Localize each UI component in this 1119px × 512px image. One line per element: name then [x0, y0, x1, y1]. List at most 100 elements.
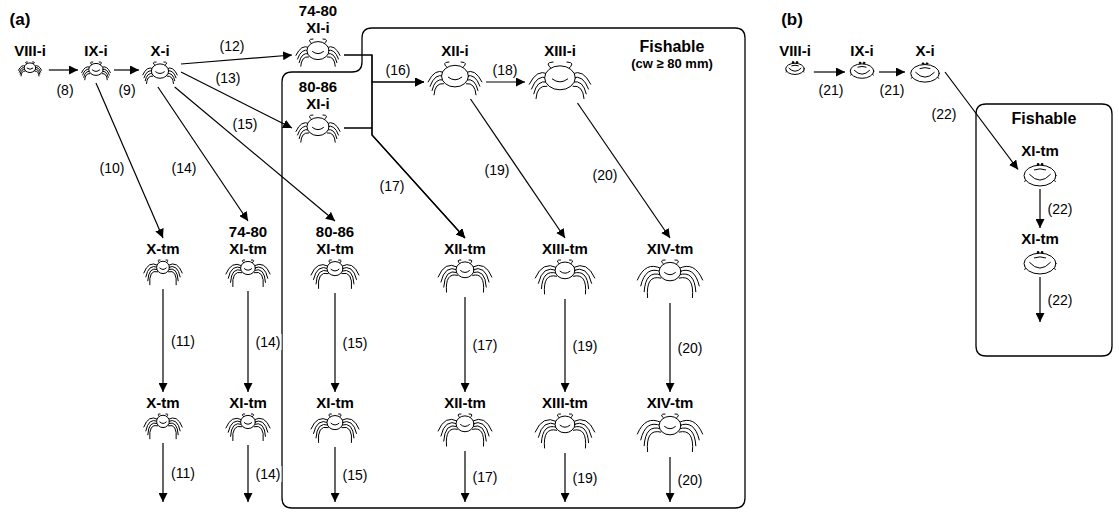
- crab-stage: 74-80XI-i: [292, 0, 344, 70]
- crab-drawing: [18, 62, 41, 76]
- fishable-region: Fishable(cw ≥ 80 mm)80-86XI-iXII-iXIII-i…: [282, 28, 745, 508]
- transition-number: (22): [1047, 292, 1074, 308]
- crab-stage: X-i: [139, 40, 181, 87]
- stage-label: X-tm: [146, 394, 179, 411]
- crab-drawing: [428, 62, 482, 95]
- size-class: 80-86: [316, 223, 354, 240]
- crab-drawing: [311, 414, 359, 443]
- crab-stage: XI-tm: [222, 392, 274, 445]
- transition-number: (21): [879, 82, 906, 98]
- transition-arrow: [471, 99, 566, 238]
- crab-icon: [81, 61, 111, 81]
- transition-number: (15): [232, 116, 259, 132]
- transition-arrow: [879, 71, 905, 72]
- crab-icon: [1021, 161, 1059, 187]
- stage-label: X-i: [150, 42, 169, 59]
- transition-arrow: [181, 55, 292, 64]
- crab-stage: X-tm: [140, 238, 186, 289]
- transition-number: (15): [342, 467, 369, 483]
- size-class: 74-80: [299, 2, 337, 19]
- crab-drawing: [438, 414, 492, 446]
- panel-label: (a): [9, 10, 32, 30]
- size-class: 80-86: [299, 78, 337, 95]
- transition-number: (8): [55, 82, 74, 98]
- crab-icon: [528, 61, 592, 101]
- crab-stage: XIV-tm: [633, 238, 707, 303]
- crab-stage: XIII-tm: [531, 238, 599, 299]
- stage-label: XI-tm: [1021, 230, 1059, 247]
- crab-icon: [636, 259, 704, 301]
- crab-icon: [784, 61, 806, 75]
- stage-label: XIII-tm: [542, 394, 588, 411]
- crab-drawing: [535, 260, 595, 294]
- transition-arrow: [247, 291, 248, 392]
- crab-icon: [225, 413, 271, 443]
- transition-arrow: [344, 82, 424, 128]
- transition-number: (18): [492, 62, 519, 78]
- crab-drawing: [911, 63, 940, 82]
- region-heading: Fishable: [1012, 110, 1077, 128]
- stage-label: X-i: [915, 42, 934, 59]
- transition-arrow: [464, 297, 465, 392]
- transition-arrow: [578, 103, 671, 238]
- transition-number: (19): [484, 162, 511, 178]
- transition-arrow: [158, 87, 248, 221]
- crab-drawing: [144, 260, 182, 285]
- stage-label: XII-tm: [444, 394, 486, 411]
- crab-stage: XII-tm: [434, 392, 496, 451]
- transition-number: (13): [215, 70, 242, 86]
- transition-number: (15): [342, 335, 369, 351]
- crab-stage: IX-i: [845, 40, 879, 81]
- region-title: Fishable: [640, 38, 705, 56]
- stage-label: XIII-i: [544, 42, 576, 59]
- crab-icon: [225, 259, 271, 289]
- transition-number: (20): [677, 340, 704, 356]
- crab-stage: XIII-i: [525, 40, 595, 103]
- region-border: [976, 104, 1112, 356]
- crab-drawing: [296, 39, 340, 66]
- crab-icon: [1021, 249, 1059, 275]
- stage-label: X-tm: [146, 240, 179, 257]
- crab-icon: [143, 413, 183, 441]
- crab-stage: XII-tm: [434, 238, 496, 297]
- transition-number: (17): [379, 178, 406, 194]
- stage-label: VIII-i: [779, 42, 811, 59]
- transition-arrow: [486, 81, 525, 82]
- transition-number: (21): [818, 82, 845, 98]
- outgoing-arrow: [464, 451, 465, 502]
- outgoing-arrow: [669, 457, 670, 502]
- stage-label: XI-tm: [316, 394, 354, 411]
- crab-stage: XIV-tm: [633, 392, 707, 457]
- transition-arrow: [1039, 189, 1040, 228]
- transition-arrow: [334, 293, 335, 392]
- crab-icon: [636, 413, 704, 455]
- crab-icon: [143, 259, 183, 287]
- crab-stage: 74-80XI-tm: [222, 221, 274, 291]
- transition-arrow: [96, 83, 163, 238]
- transition-arrow: [114, 69, 139, 70]
- crab-stage: IX-i: [78, 40, 114, 83]
- crab-icon: [295, 114, 341, 144]
- crab-drawing: [850, 62, 874, 78]
- crab-drawing: [1024, 251, 1056, 274]
- region-title: Fishable: [1012, 110, 1077, 128]
- transition-number: (11): [170, 333, 196, 349]
- transition-number: (11): [170, 465, 196, 481]
- crab-drawing: [637, 260, 702, 298]
- crab-stage: XI-tm: [1018, 228, 1062, 277]
- stage-label: XI-tm: [229, 394, 267, 411]
- transition-number: (20): [592, 167, 619, 183]
- stage-label: XI-tm: [316, 240, 354, 257]
- stage-label: XI-tm: [229, 240, 267, 257]
- fishable-region: FishableXI-tmXI-tm: [976, 104, 1112, 356]
- transition-arrow: [162, 289, 163, 392]
- outgoing-arrow: [334, 447, 335, 502]
- transition-number: (19): [572, 470, 599, 486]
- crab-drawing: [226, 260, 270, 287]
- crab-drawing: [438, 260, 492, 292]
- transition-number: (22): [931, 106, 958, 122]
- crab-stage: X-i: [905, 40, 945, 85]
- crab-icon: [848, 61, 876, 79]
- crab-drawing: [143, 62, 178, 84]
- crab-icon: [427, 61, 483, 97]
